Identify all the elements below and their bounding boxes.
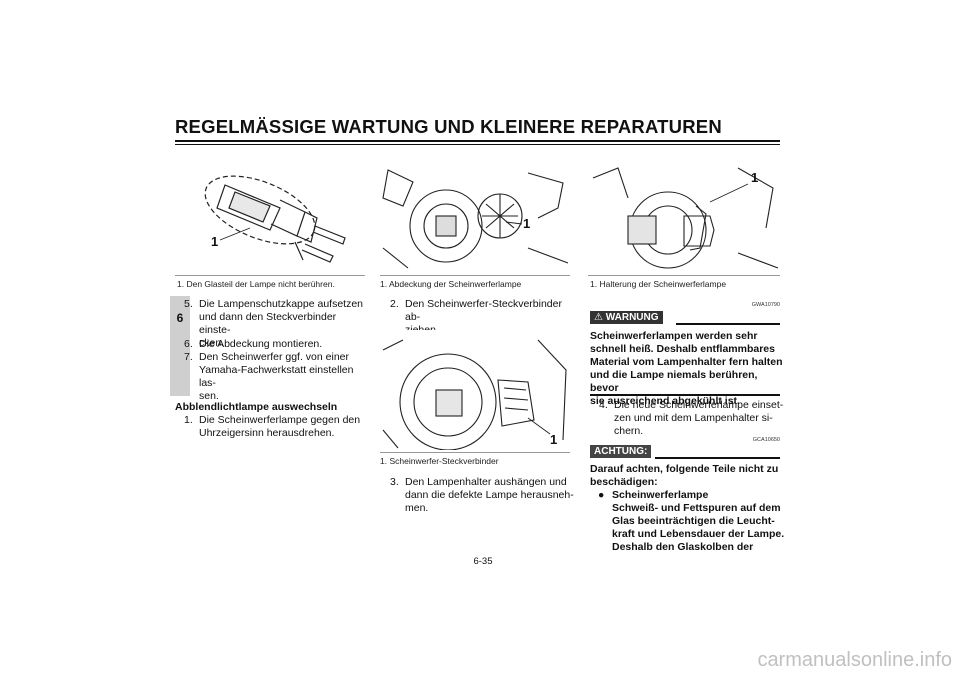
cover-caption: 1. Abdeckung der Scheinwerferlampe (380, 279, 522, 289)
caption-rule (588, 275, 780, 276)
page-number: 6-35 (473, 556, 493, 567)
warning-icon: ⚠ (594, 312, 606, 323)
caution-text: Darauf achten, folgende Teile nicht zu b… (590, 463, 779, 488)
page-title: REGELMÄSSIGE WARTUNG UND KLEINERE REPARA… (175, 116, 722, 137)
holder-callout: 1 (751, 170, 758, 185)
step-3: 3. Den Lampenhalter aushängen und dann d… (390, 476, 574, 514)
step-6: 6. Die Abdeckung montieren. (184, 338, 323, 350)
watermark: carmanualsonline.info (757, 649, 952, 671)
warning-badge: ⚠ WARNUNG (590, 311, 663, 324)
caution-rule (655, 457, 780, 459)
warning-end-rule (590, 394, 780, 396)
bulb-figure: 1 (175, 160, 365, 272)
step-4: 4. Die neue Scheinwerferlampe einset- ze… (599, 399, 784, 437)
cover-figure: 1 (378, 158, 571, 272)
bulb-callout: 1 (211, 234, 218, 249)
step-7: 7. Den Scheinwerfer ggf. von einer Yamah… (184, 351, 354, 402)
connector-figure: 1 (378, 330, 571, 450)
cover-callout: 1 (523, 216, 530, 231)
bullet-icon: ● (598, 489, 605, 501)
step-1: 1. Die Scheinwerferlampe gegen den Uhrze… (184, 414, 361, 439)
caution-bullet: ● Scheinwerferlampe Schweiß- und Fettspu… (598, 489, 785, 553)
title-rule-secondary (175, 144, 780, 145)
section-heading: Abblendlichtlampe auswechseln (175, 401, 338, 413)
chapter-tab (170, 296, 190, 396)
warning-code: GWA10790 (751, 302, 780, 308)
connector-caption: 1. Scheinwerfer-Steckverbinder (380, 456, 499, 466)
caution-badge: ACHTUNG: (590, 445, 652, 458)
caption-rule (175, 275, 365, 276)
bulb-caption: 1. Den Glasteil der Lampe nicht berühren… (177, 279, 335, 289)
warning-text: Scheinwerferlampen werden sehr schnell h… (590, 330, 783, 407)
caution-code: GCA10650 (752, 437, 780, 443)
caption-rule (380, 275, 570, 276)
chapter-number: 6 (176, 311, 184, 325)
step-2: 2. Den Scheinwerfer-Steckverbinder ab- z… (390, 298, 562, 336)
caption-rule (380, 452, 570, 453)
warning-rule (676, 323, 780, 325)
title-rule (175, 140, 780, 142)
holder-figure: 1 (588, 158, 780, 272)
step-5: 5. Die Lampenschutzkappe aufsetzen und d… (184, 298, 364, 349)
holder-caption: 1. Halterung der Scheinwerferlampe (590, 279, 727, 289)
connector-callout: 1 (550, 432, 557, 447)
